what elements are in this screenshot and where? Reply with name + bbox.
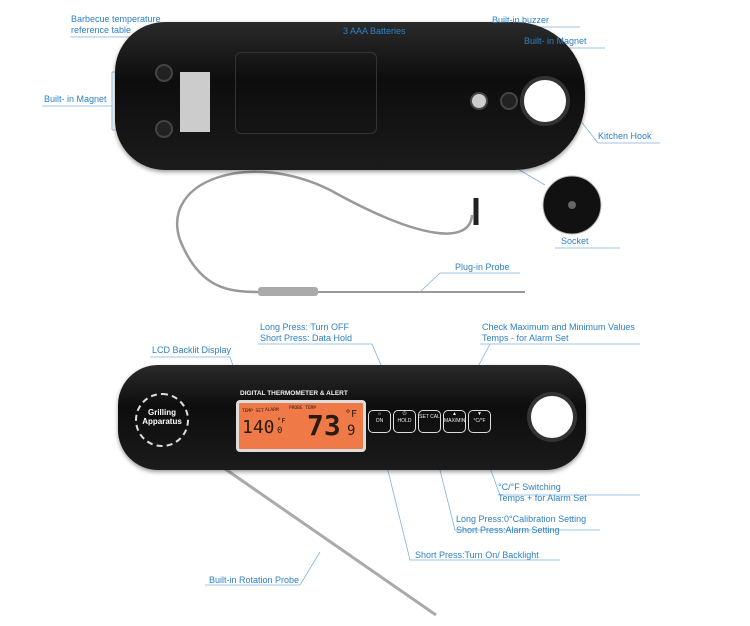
- down-icon: ▼: [477, 411, 482, 417]
- on-button[interactable]: ☼ON: [368, 410, 391, 433]
- label-backlight: Short Press:Turn On/ Backlight: [415, 550, 539, 560]
- lcd-display: TEMP SET ALARM PROBE TEMP 140 °F 0 73 °F…: [236, 400, 366, 452]
- max-min-button[interactable]: ▲MAX/MIN: [443, 410, 466, 433]
- label-plug-in-probe: Plug-in Probe: [455, 262, 510, 272]
- power-icon: ⏻: [402, 411, 407, 417]
- label-kitchen-hook: Kitchen Hook: [598, 131, 652, 141]
- up-icon: ▲: [452, 411, 457, 417]
- kitchen-hook: [520, 76, 570, 126]
- battery-cover: [235, 52, 377, 134]
- rotation-probe-rod: [204, 453, 437, 617]
- hanging-hole: [527, 392, 577, 442]
- reference-table-sticker: [180, 72, 210, 132]
- label-rotation-probe: Built-in Rotation Probe: [209, 575, 300, 585]
- buzzer-icon: [470, 92, 488, 110]
- label-batteries: 3 AAA Batteries: [343, 26, 406, 36]
- label-socket: Socket: [561, 236, 589, 246]
- magnet-icon: [155, 64, 173, 82]
- light-icon: ☼: [377, 411, 382, 417]
- probe-cable: [176, 170, 474, 294]
- label-magnet-left: Built- in Magnet: [44, 94, 107, 104]
- magnet-icon: [500, 92, 518, 110]
- label-lcd: LCD Backlit Display: [152, 345, 232, 355]
- label-buzzer: Built-in buzzer: [492, 15, 550, 25]
- set-cal-button[interactable]: SET CAL: [418, 410, 441, 433]
- label-magnet-right: Built- in Magnet: [524, 36, 587, 46]
- probe-handle: [258, 287, 318, 296]
- device-title: DIGITAL THERMOMETER & ALERT: [240, 390, 348, 397]
- magnet-icon: [155, 120, 173, 138]
- hold-button[interactable]: ⏻HOLD: [393, 410, 416, 433]
- unit-button[interactable]: ▼°C/°F: [468, 410, 491, 433]
